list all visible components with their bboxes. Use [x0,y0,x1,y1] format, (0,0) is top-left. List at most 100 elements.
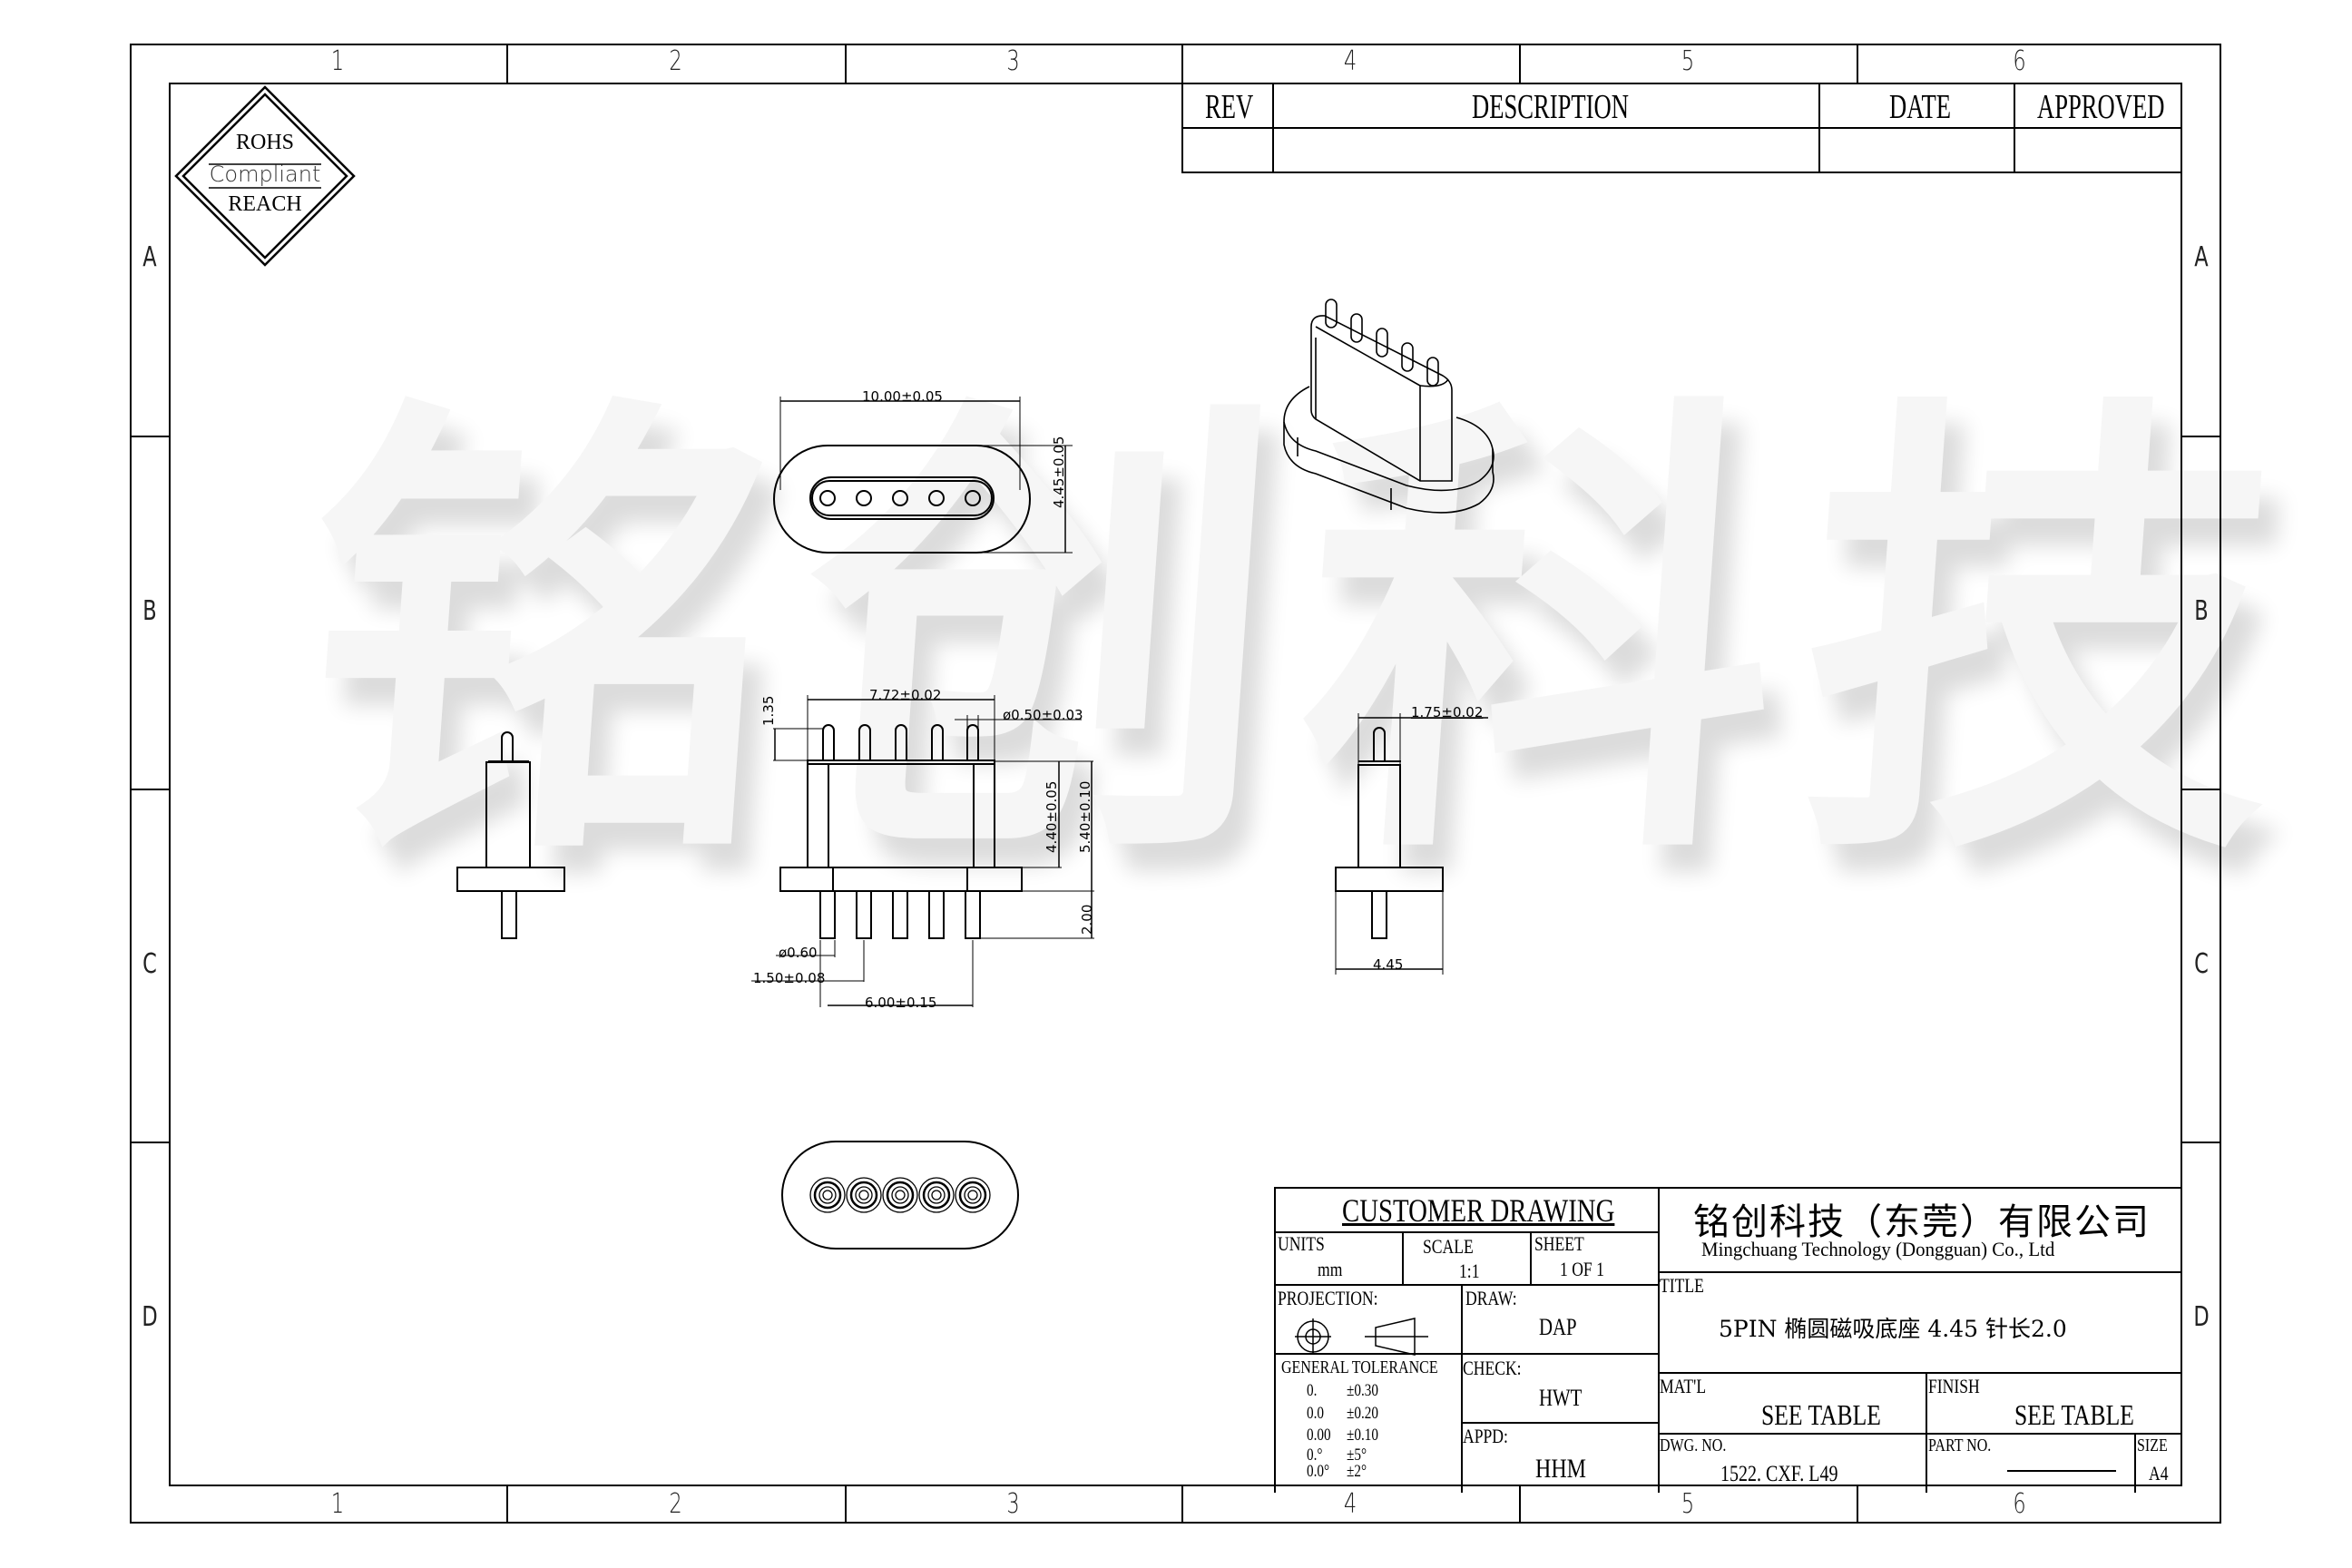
zone-divider [130,436,169,437]
company-name-cn: 铭创科技（东莞）有限公司 [1693,1201,2151,1243]
dim-tail-diameter: ø0.60 [779,945,818,961]
title-block: CUSTOMER DRAWING UNITS mm SCALE 1:1 SHEE… [1274,1187,2182,1493]
dim-top-width: 10.00±0.05 [862,388,943,405]
tolerance-format: 0.0 [1307,1404,1324,1423]
zone-divider [506,44,508,83]
approved-header: APPROVED [2037,88,2165,126]
dim-pin-diameter: ø0.50±0.03 [1003,707,1083,723]
outer-frame [130,44,2221,1524]
check-label: CHECK: [1463,1357,1522,1379]
dim-side-body-width: 1.75±0.02 [1411,704,1484,720]
zone-divider [1181,44,1183,83]
zone-row-label: B [142,595,157,627]
scale-value: 1:1 [1459,1259,1480,1282]
customer-drawing-label: CUSTOMER DRAWING [1342,1192,1615,1229]
zone-col-label: 5 [1681,1488,1695,1520]
dim-total-height: 5.40±0.10 [1077,780,1093,853]
appd-value: HHM [1535,1454,1587,1484]
tolerance-format: 0.0° [1307,1462,1330,1481]
diamond-badge-icon [174,85,356,267]
zone-col-label: 1 [330,45,345,77]
dim-tail-length: 2.00 [1079,904,1095,935]
matl-value: SEE TABLE [1761,1398,1881,1431]
tolerance-value: ±0.20 [1347,1404,1378,1423]
dwg-no-value: 1522. CXF. L49 [1720,1462,1838,1486]
dim-pitch: 1.50±0.08 [753,970,826,986]
zone-col-label: 3 [1006,45,1020,77]
zone-col-label: 4 [1343,45,1357,77]
zone-divider [1857,1486,1858,1524]
dim-body-height: 4.40±0.05 [1044,780,1060,853]
zone-divider [1181,1486,1183,1524]
dim-tail-span: 6.00±0.15 [865,995,937,1011]
projection-label: PROJECTION: [1278,1287,1378,1309]
tolerance-value: ±2° [1347,1462,1367,1481]
zone-row-label: C [142,948,157,980]
zone-col-label: 2 [669,1488,682,1520]
finish-label: FINISH [1928,1375,1980,1397]
zone-col-label: 4 [1343,1488,1357,1520]
zone-divider [130,789,169,790]
zone-row-label: A [2194,241,2209,273]
zone-row-label: B [2194,595,2209,627]
rohs-reach-badge: ROHS Compliant REACH [174,85,356,267]
dwg-no-label: DWG. NO. [1660,1436,1727,1455]
zone-col-label: 6 [2013,45,2026,77]
rev-header: REV [1205,88,1254,126]
zone-col-label: 3 [1006,1488,1020,1520]
zone-divider [1519,44,1521,83]
badge-reach: REACH [228,192,302,216]
inner-frame [169,83,2182,1486]
dim-pin-span: 7.72±0.02 [869,687,942,703]
zone-divider [2182,1142,2221,1143]
scale-label: SCALE [1423,1235,1474,1258]
tolerance-value: ±5° [1347,1446,1367,1465]
company-name-en: Mingchuang Technology (Dongguan) Co., Lt… [1701,1238,2055,1260]
zone-col-label: 5 [1681,45,1695,77]
zone-col-label: 2 [669,45,682,77]
badge-compliant: Compliant [209,162,321,187]
part-no-label: PART NO. [1928,1436,1992,1455]
zone-col-label: 6 [2013,1488,2026,1520]
draw-value: DAP [1539,1314,1577,1340]
tolerance-format: 0.00 [1307,1426,1331,1445]
tolerance-value: ±0.30 [1347,1381,1378,1400]
zone-row-label: C [2194,948,2209,980]
size-value: A4 [2149,1462,2169,1485]
zone-divider [506,1486,508,1524]
zone-row-label: D [142,1301,158,1333]
draw-label: DRAW: [1465,1287,1517,1309]
zone-row-label: A [142,241,157,273]
appd-label: APPD: [1463,1425,1508,1447]
part-no-value-line [2007,1470,2116,1472]
tolerance-value: ±0.10 [1347,1426,1378,1445]
zone-row-label: D [2193,1301,2210,1333]
tolerance-format: 0.° [1307,1446,1323,1465]
size-label: SIZE [2137,1436,2168,1455]
units-label: UNITS [1278,1232,1325,1255]
sheet-value: 1 OF 1 [1560,1258,1604,1280]
zone-divider [1857,44,1858,83]
units-value: mm [1318,1258,1343,1280]
dim-pin-protrusion: 1.35 [760,695,777,726]
title-value: 5PIN 椭圆磁吸底座 4.45 针长2.0 [1719,1316,2067,1342]
dim-side-base-width: 4.45 [1373,956,1404,973]
zone-divider [2182,436,2221,437]
tolerance-format: 0. [1307,1381,1318,1400]
matl-label: MAT'L [1660,1375,1707,1397]
title-label: TITLE [1660,1274,1704,1297]
first-angle-projection-icon [1295,1318,1428,1356]
badge-rohs: ROHS [235,131,295,154]
zone-divider [845,44,847,83]
finish-value: SEE TABLE [2014,1398,2134,1431]
dim-top-height: 4.45±0.05 [1051,436,1067,508]
general-tolerance-label: GENERAL TOLERANCE [1281,1357,1438,1377]
sheet-label: SHEET [1534,1232,1584,1255]
zone-divider [130,1142,169,1143]
revision-table: REV DESCRIPTION DATE APPROVED [1181,83,2182,173]
description-header: DESCRIPTION [1472,88,1629,126]
date-header: DATE [1889,88,1951,126]
zone-col-label: 1 [330,1488,345,1520]
check-value: HWT [1539,1385,1583,1411]
zone-divider [845,1486,847,1524]
